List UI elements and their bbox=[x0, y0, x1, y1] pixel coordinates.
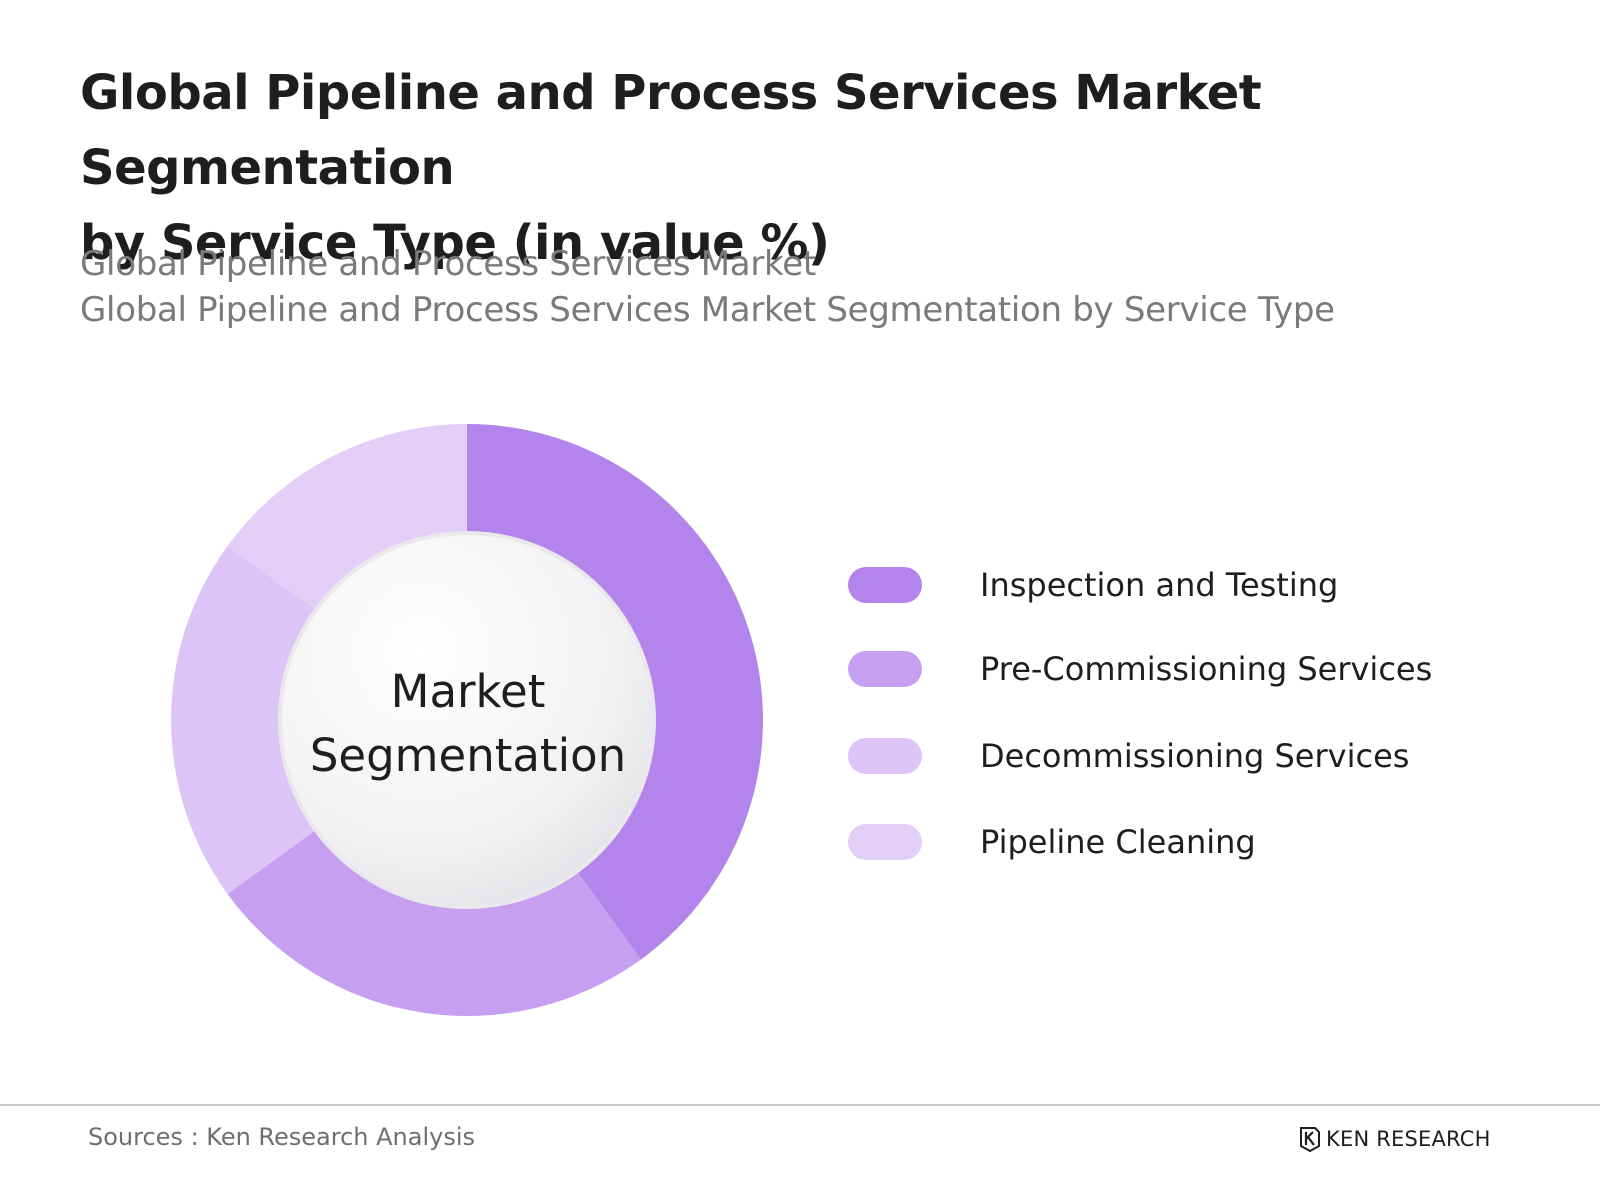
chart-title: Global Pipeline and Process Services Mar… bbox=[80, 56, 1520, 281]
legend-item-inspection-and-testing: Inspection and Testing bbox=[848, 564, 1488, 604]
legend-swatch bbox=[848, 651, 922, 687]
donut-chart bbox=[171, 424, 764, 1017]
legend-item-pipeline-cleaning: Pipeline Cleaning bbox=[848, 821, 1488, 861]
legend-swatch bbox=[848, 824, 922, 860]
chart-title-line-2: by Service Type (in value %) bbox=[80, 215, 830, 271]
legend-item-decommissioning-services: Decommissioning Services bbox=[848, 735, 1488, 775]
legend-label: Inspection and Testing bbox=[980, 566, 1339, 604]
legend-label: Pre-Commissioning Services bbox=[980, 650, 1433, 688]
legend-label: Decommissioning Services bbox=[980, 737, 1410, 775]
legend-swatch bbox=[848, 738, 922, 774]
donut-center-label-line-2: Segmentation bbox=[309, 729, 627, 782]
brand-logo: KEN RESEARCH bbox=[1298, 1124, 1548, 1154]
donut-center-label-line-1: Market bbox=[390, 665, 546, 718]
chart-subtitle-line-2: Global Pipeline and Process Services Mar… bbox=[80, 290, 1335, 330]
donut-center-label: Market Segmentation bbox=[298, 660, 638, 788]
source-note: Sources : Ken Research Analysis bbox=[88, 1123, 476, 1151]
legend-label: Pipeline Cleaning bbox=[980, 823, 1256, 861]
donut-center-disc bbox=[278, 531, 656, 909]
chart-subtitle-line-1: Global Pipeline and Process Services Mar… bbox=[80, 244, 816, 284]
brand-name: KEN RESEARCH bbox=[1326, 1127, 1491, 1151]
ken-research-logo-icon bbox=[1300, 1127, 1320, 1152]
legend-item-pre-commissioning-services: Pre-Commissioning Services bbox=[848, 648, 1488, 688]
legend-swatch bbox=[848, 567, 922, 603]
chart-title-line-1: Global Pipeline and Process Services Mar… bbox=[80, 65, 1262, 196]
footer-divider bbox=[0, 1104, 1600, 1106]
